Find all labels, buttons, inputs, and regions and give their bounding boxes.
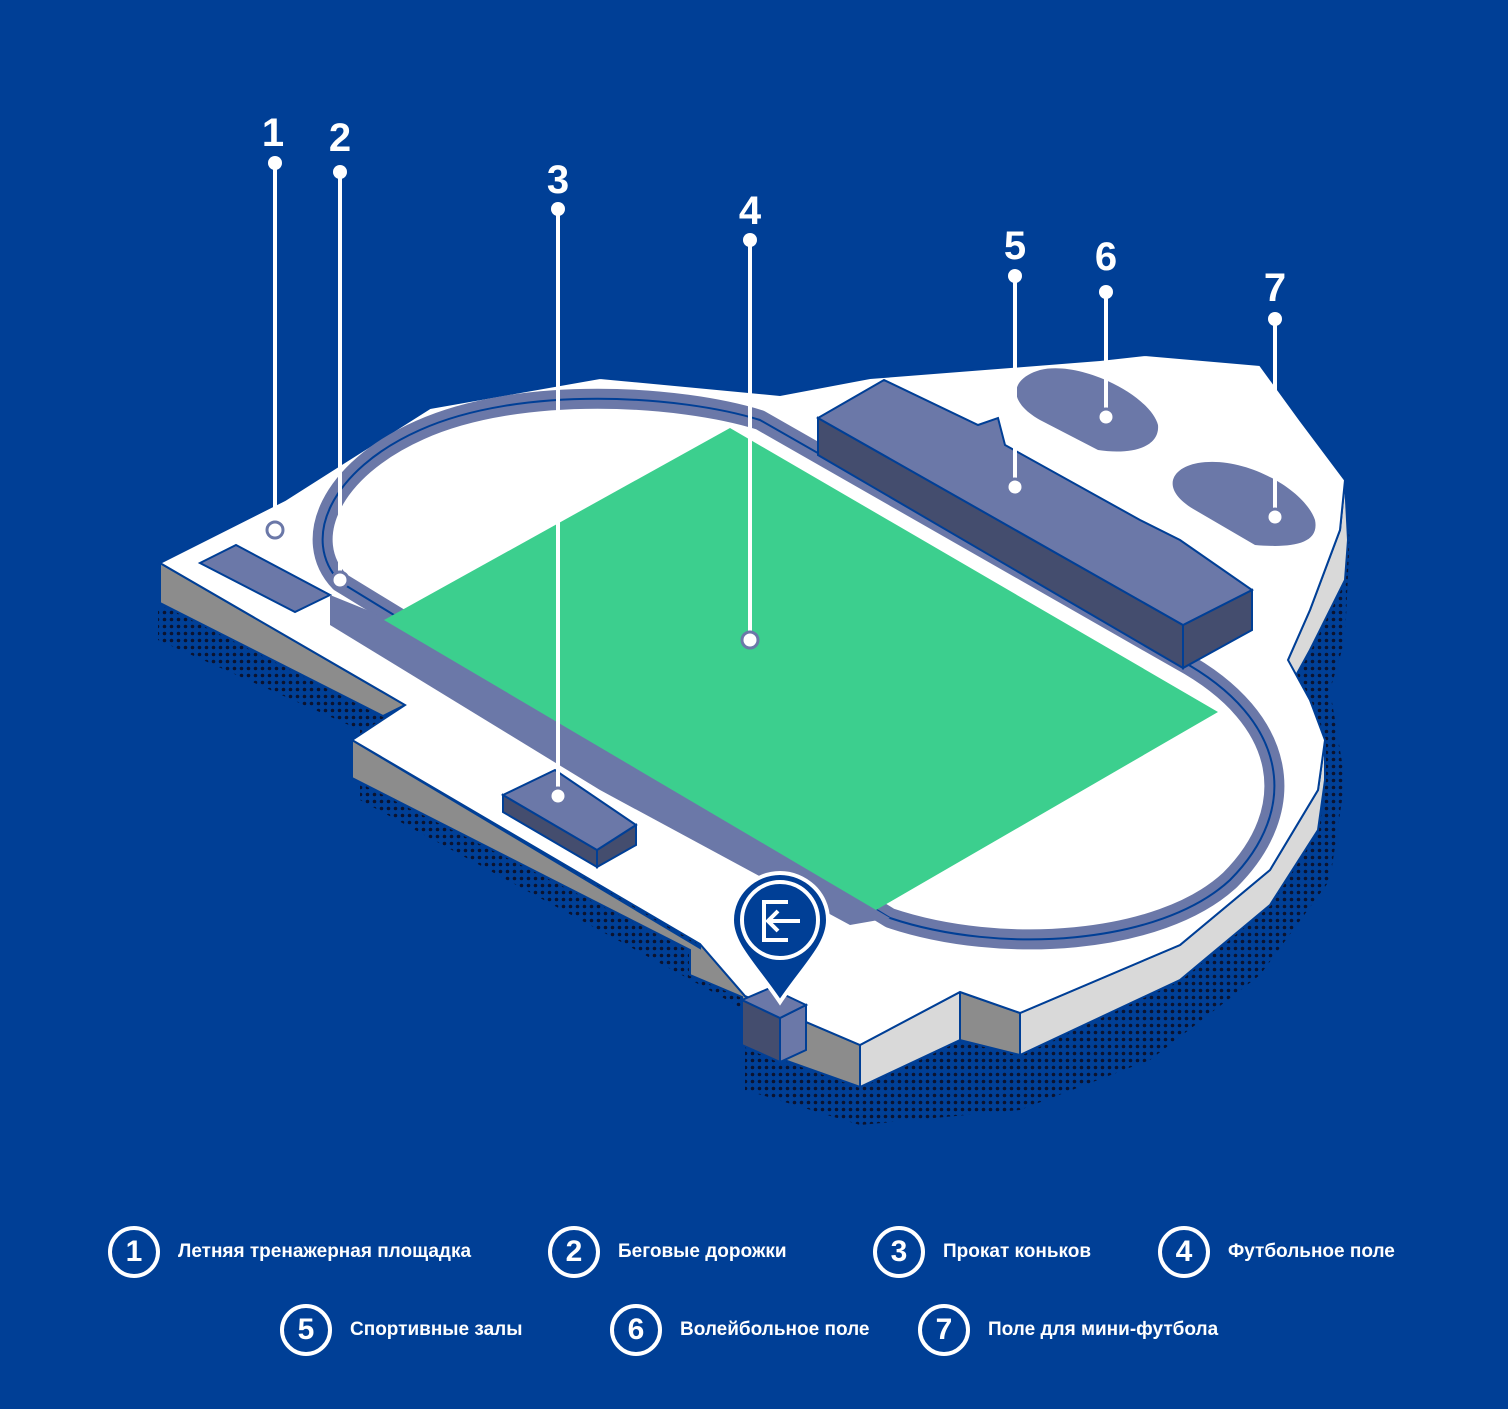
marker-2-number: 2 [329,116,351,160]
marker-1-number: 1 [262,111,284,155]
marker-5-number: 5 [1004,224,1026,268]
legend-item-3: 3 Прокат коньков [873,1226,1092,1278]
legend-label-4: Футбольное поле [1228,1241,1395,1262]
legend-number-5: 5 [280,1304,332,1356]
entrance-pin[interactable] [729,870,831,1006]
legend-item-5: 5 Спортивные залы [280,1304,523,1356]
entrance-icon [762,900,800,942]
legend-item-4: 4 Футбольное поле [1158,1226,1395,1278]
legend-item-6: 6 Волейбольное поле [610,1304,870,1356]
marker-3-number: 3 [547,158,569,202]
marker-4-number: 4 [739,189,762,233]
marker-7-number: 7 [1264,266,1286,310]
entrance-building-top [739,986,809,1020]
volleyball-court [1016,368,1159,452]
marker-dots [265,156,1285,806]
legend-label-1: Летняя тренажерная площадка [178,1241,472,1262]
legend-number-1: 1 [108,1226,160,1278]
legend-label-5: Спортивные залы [350,1319,523,1340]
legend-label-7: Поле для мини-футбола [988,1319,1219,1340]
marker-6-number: 6 [1095,235,1117,279]
football-field [384,428,1218,910]
legend-item-1: 1 Летняя тренажерная площадка [108,1226,472,1278]
legend-number-6: 6 [610,1304,662,1356]
legend-label-6: Волейбольное поле [680,1319,870,1340]
sports-hall-top [815,378,1254,627]
legend-number-4: 4 [1158,1226,1210,1278]
legend-number-7: 7 [918,1304,970,1356]
legend-item-7: 7 Поле для мини-футбола [918,1304,1219,1356]
legend-number-3: 3 [873,1226,925,1278]
legend-label-3: Прокат коньков [943,1241,1092,1262]
stadium-map: 1 2 3 4 5 6 7 [157,111,1350,1125]
marker-lines [273,163,1277,796]
legend-label-2: Беговые дорожки [618,1241,787,1262]
legend-item-2: 2 Беговые дорожки [548,1226,787,1278]
track-straight [330,595,890,925]
legend-number-2: 2 [548,1226,600,1278]
skate-rental-top [500,768,638,852]
